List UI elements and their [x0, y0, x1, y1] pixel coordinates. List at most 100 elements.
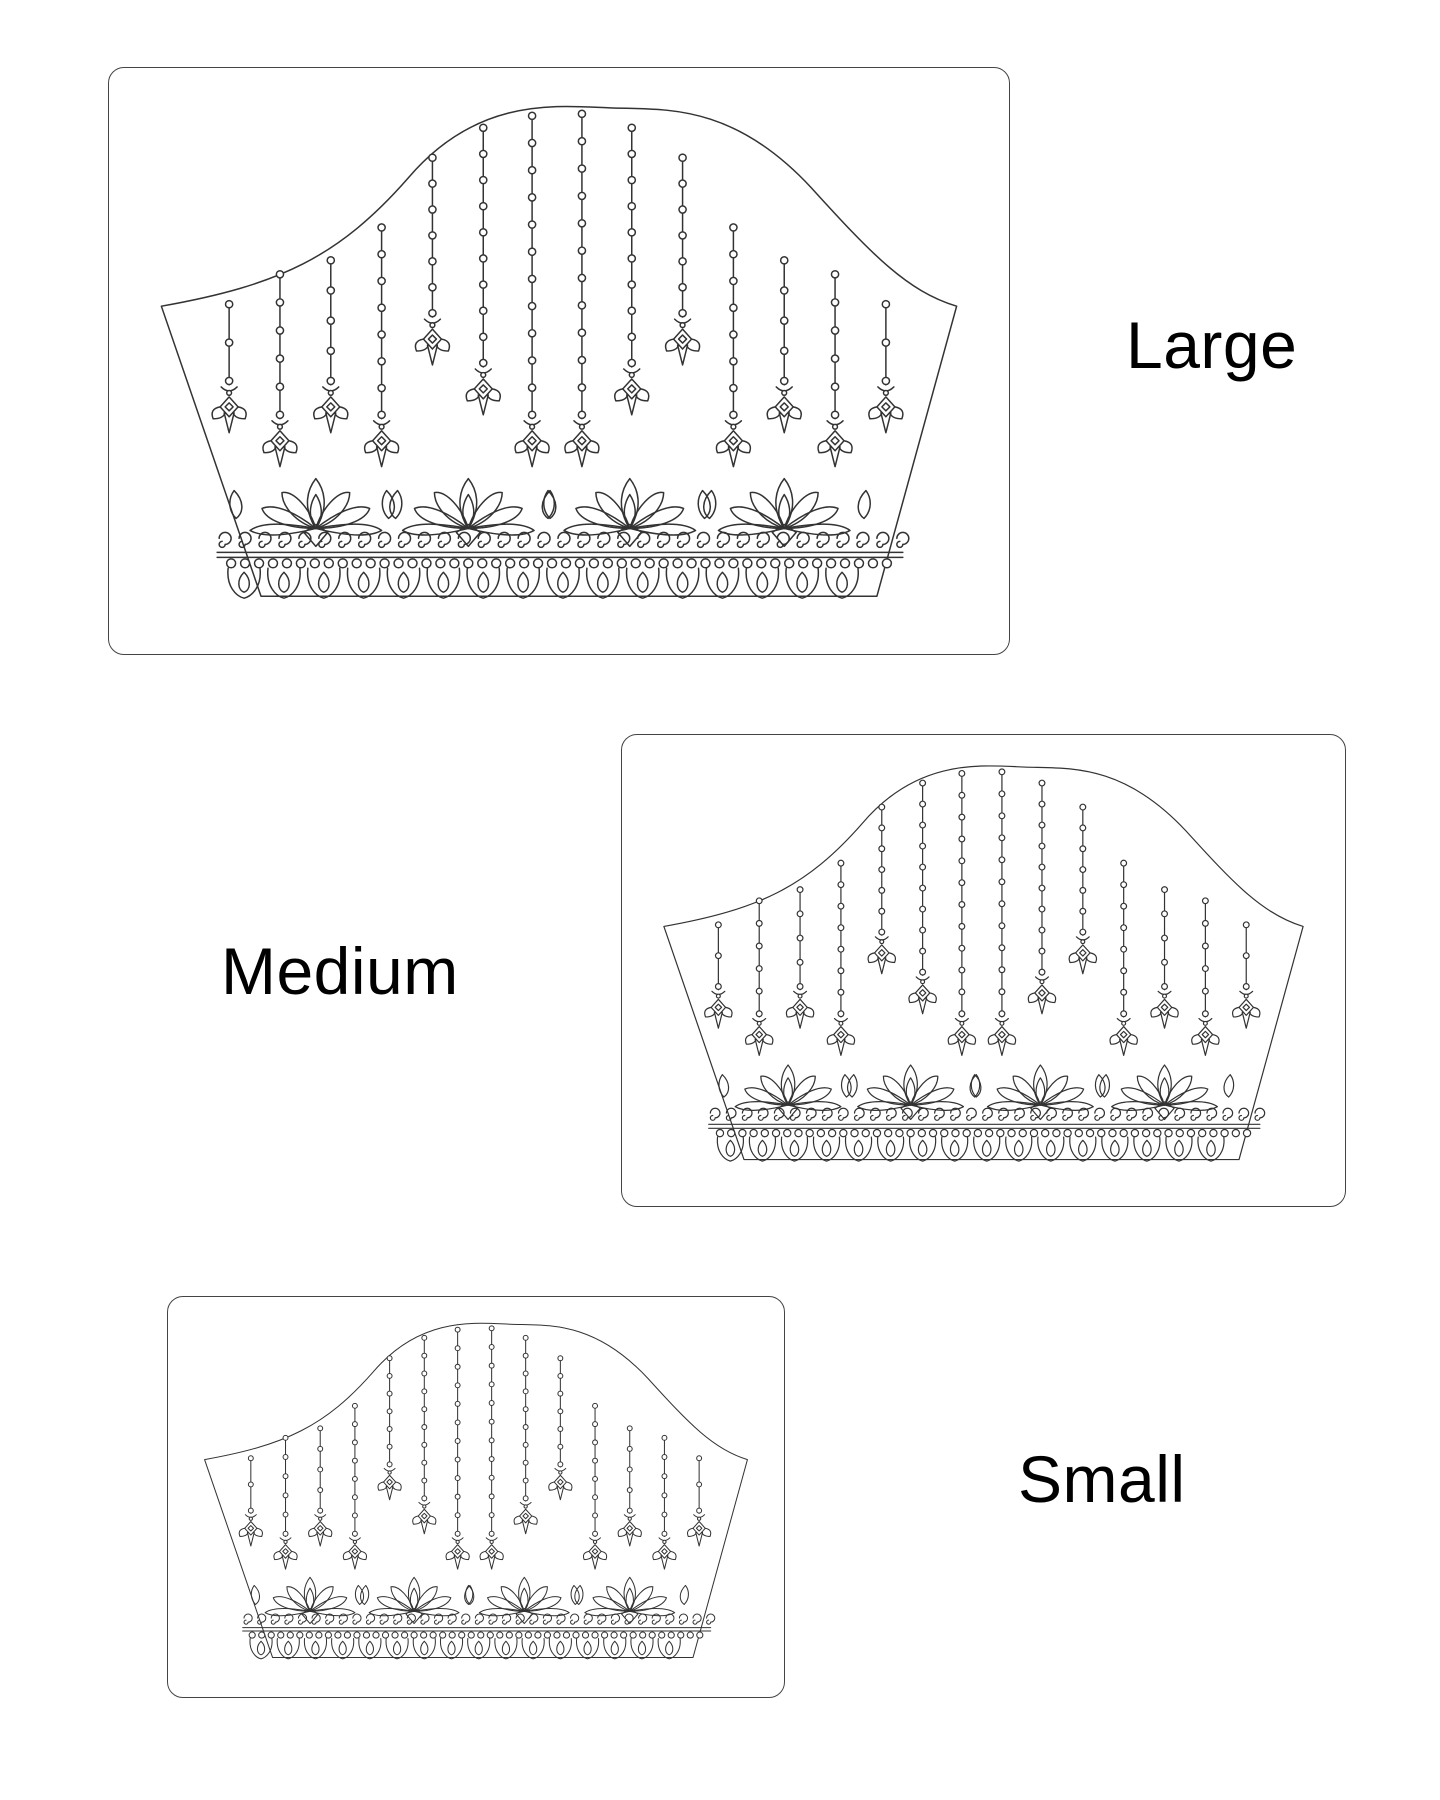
pendant-motif: [1068, 936, 1098, 975]
bead-string-icon: [313, 256, 349, 434]
pendant-motif: [947, 1017, 977, 1057]
bead-string-icon: [1109, 859, 1138, 1057]
bead-string-icon: [363, 223, 400, 468]
lotus-motif-icon: [697, 477, 871, 548]
pendant-motif: [465, 368, 502, 416]
size-label-medium: Medium: [221, 934, 459, 1008]
scallop-border-icon: [249, 1637, 681, 1660]
lotus-motif-icon: [465, 1576, 584, 1625]
pendant-motif: [785, 990, 815, 1029]
pendant-motif: [273, 1537, 298, 1570]
sleeve-panel-large[interactable]: [108, 67, 1010, 655]
pendant-motif: [582, 1537, 608, 1570]
pendant-motif: [664, 318, 701, 366]
bead-string-icon: [766, 256, 802, 434]
bead-row: [715, 1128, 1252, 1138]
spiral-border: [709, 1107, 1266, 1121]
pendant-motif: [826, 1017, 856, 1057]
sleeve-pattern-icon: [663, 765, 1304, 1162]
pendant-motif: [308, 1514, 333, 1547]
sleeve-panel-small[interactable]: [167, 1296, 785, 1698]
sleeve-outline: [663, 765, 1304, 1161]
bead-string-icon: [273, 1434, 298, 1570]
pendant-motif: [868, 386, 904, 434]
bead-string-icon: [564, 109, 600, 468]
bead-string-icon: [412, 1334, 437, 1535]
sleeve-panel-medium[interactable]: [621, 734, 1346, 1207]
bead-string-icon: [262, 269, 298, 468]
lotus-motif-icon: [229, 477, 403, 548]
lotus-motif-icon: [250, 1576, 370, 1625]
pendant-motif: [1027, 976, 1057, 1015]
pendant-motif: [414, 318, 451, 366]
pendant-motif: [652, 1537, 677, 1570]
sleeve-pattern-icon: [204, 1322, 748, 1660]
lotus-motif-icon: [840, 1064, 981, 1121]
bead-string-icon: [652, 1434, 677, 1570]
bead-string-icon: [238, 1455, 263, 1547]
bead-string-icon: [342, 1402, 368, 1570]
bead-string-icon: [785, 886, 815, 1029]
bead-string-icon: [445, 1326, 470, 1570]
pendant-motif: [445, 1537, 470, 1570]
bead-string-icon: [867, 803, 897, 975]
pendant-motif: [715, 420, 752, 468]
pendant-motif: [363, 420, 400, 468]
spiral-border: [218, 531, 910, 549]
pendant-motif: [514, 420, 550, 468]
bead-string-icon: [211, 299, 247, 434]
sleeve-pattern-icon: [160, 105, 958, 599]
pendant-motif: [987, 1017, 1017, 1057]
pendant-motif: [908, 976, 937, 1015]
pendant-motif: [1191, 1017, 1220, 1057]
lotus-motif-icon: [354, 1576, 474, 1625]
bead-string-icon: [987, 768, 1017, 1057]
pendant-motif: [377, 1467, 402, 1501]
bead-string-icon: [1027, 779, 1057, 1015]
bead-string-icon: [868, 299, 904, 434]
pendant-motif: [211, 386, 247, 434]
pendant-motif: [564, 420, 600, 468]
bead-string-icon: [513, 1334, 538, 1535]
bead-row: [248, 1631, 704, 1639]
scallop-border-icon: [227, 567, 859, 599]
pendant-motif: [817, 420, 853, 468]
pendant-motif: [313, 386, 349, 434]
bead-string-icon: [908, 779, 937, 1015]
pendant-motif: [342, 1537, 368, 1570]
pendant-motif: [548, 1467, 573, 1501]
scallop-border-icon: [716, 1136, 1225, 1162]
bead-string-icon: [582, 1402, 608, 1570]
pendant-motif: [614, 368, 650, 416]
bead-string-icon: [514, 111, 550, 468]
bead-string-icon: [1150, 886, 1179, 1029]
bead-string-icon: [617, 1425, 642, 1547]
pendant-motif: [238, 1514, 263, 1547]
pendant-motif: [513, 1501, 538, 1535]
pendant-motif: [1150, 990, 1179, 1029]
bead-string-icon: [704, 921, 733, 1029]
lotus-motif-icon: [570, 1576, 689, 1625]
bead-string-icon: [1231, 921, 1261, 1029]
bead-string-icon: [614, 123, 650, 416]
pendant-motif: [687, 1514, 712, 1547]
spiral-border: [243, 1613, 716, 1625]
size-label-small: Small: [1018, 1442, 1186, 1516]
bead-string-icon: [947, 769, 977, 1057]
bead-string-icon: [664, 153, 701, 366]
bead-string-icon: [715, 223, 752, 468]
bead-string-icon: [548, 1355, 573, 1501]
lotus-motif-icon: [381, 477, 556, 548]
sleeve-outline: [160, 105, 958, 597]
pendant-motif: [766, 386, 802, 434]
bead-string-icon: [465, 123, 502, 416]
bead-string-icon: [1191, 897, 1220, 1057]
bead-string-icon: [479, 1325, 504, 1570]
pendant-motif: [1231, 990, 1261, 1029]
bead-string-icon: [744, 897, 774, 1057]
bead-string-icon: [826, 859, 856, 1057]
bead-string-icon: [414, 153, 451, 366]
pendant-motif: [744, 1017, 774, 1057]
sleeve-outline: [204, 1322, 748, 1659]
bead-row: [225, 558, 893, 569]
